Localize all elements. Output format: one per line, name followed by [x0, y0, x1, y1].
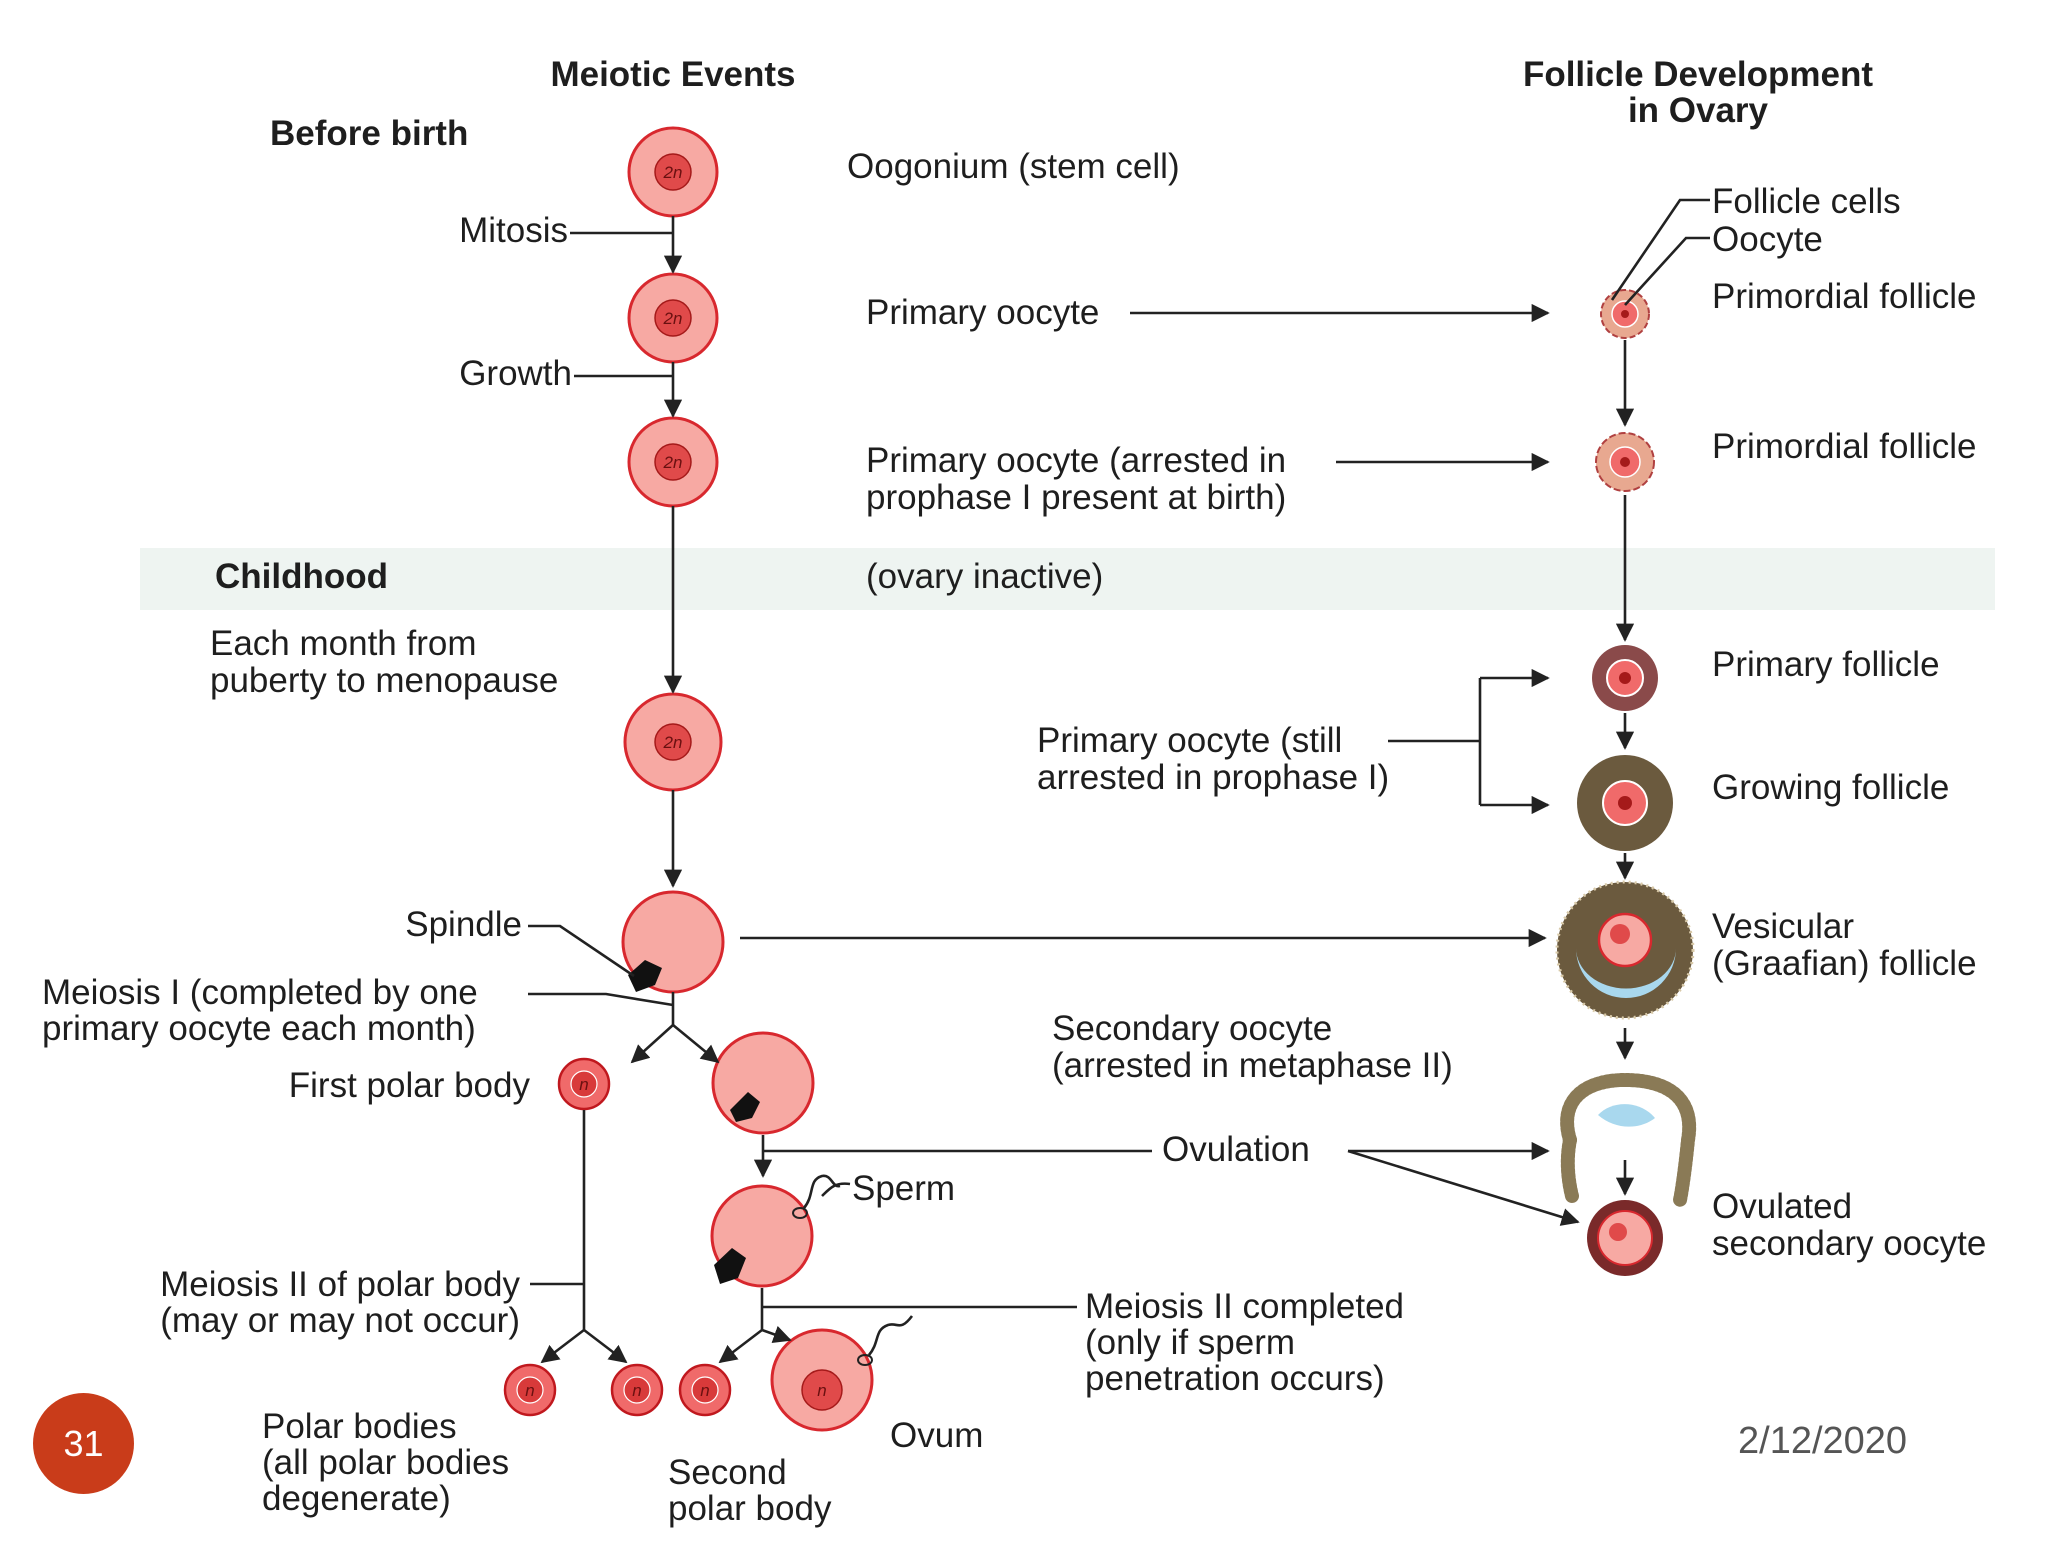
first-polar-body-label: First polar body	[289, 1066, 531, 1105]
primary-follicle-icon	[1592, 645, 1658, 711]
primordial-follicle-1-icon	[1600, 289, 1650, 339]
arrested-oocyte-label-line2: prophase I present at birth)	[866, 478, 1286, 517]
slide-date: 2/12/2020	[1738, 1420, 1908, 1462]
ovulation-label: Ovulation	[1162, 1130, 1310, 1169]
svg-text:n: n	[817, 1381, 826, 1400]
svg-text:2n: 2n	[663, 733, 683, 752]
ovum-sperm-tail	[867, 1315, 914, 1356]
meiosis2-completed-label-line2: (only if sperm	[1085, 1323, 1295, 1362]
before-birth-label: Before birth	[270, 114, 468, 153]
primary-oocyte-label: Primary oocyte	[866, 293, 1099, 332]
meiotic-events-header: Meiotic Events	[550, 55, 795, 94]
oocyte-label: Oocyte	[1712, 220, 1823, 259]
meiosis2-completed-label-line3: penetration occurs)	[1085, 1359, 1385, 1398]
ovary-inactive-label: (ovary inactive)	[866, 557, 1103, 596]
mitosis-label: Mitosis	[459, 211, 568, 250]
follicle-development-header-line1: Follicle Development	[1523, 55, 1873, 94]
follicle-development-header-line2: in Ovary	[1628, 91, 1769, 130]
vesicular-follicle-label-line1: Vesicular	[1712, 907, 1854, 946]
oogonium-cell: 2n	[627, 126, 719, 218]
monthly-label-line2: puberty to menopause	[210, 661, 558, 700]
still-arrested-label-line2: arrested in prophase I)	[1037, 758, 1389, 797]
secondary-oocyte-label-line1: Secondary oocyte	[1052, 1009, 1332, 1048]
polar-bodies-label-line3: degenerate)	[262, 1479, 451, 1518]
fertilized-oocyte-cell	[710, 1184, 814, 1288]
primordial-follicle-2-icon	[1595, 432, 1655, 492]
svg-text:2n: 2n	[663, 163, 683, 182]
spindle-label: Spindle	[405, 905, 522, 944]
growing-follicle-icon	[1577, 755, 1673, 851]
secondary-oocyte-cell	[711, 1031, 815, 1135]
sperm-label: Sperm	[852, 1169, 955, 1208]
monthly-label-line1: Each month from	[210, 624, 477, 663]
svg-text:n: n	[525, 1381, 534, 1400]
polar-body-2-cell: n	[610, 1363, 664, 1417]
polar-bodies-label-line1: Polar bodies	[262, 1407, 457, 1446]
growth-label: Growth	[459, 354, 572, 393]
spindle-oocyte-cell	[621, 890, 725, 994]
primary-follicle-label: Primary follicle	[1712, 645, 1940, 684]
primary-oocyte-cell: 2n	[627, 272, 719, 364]
meiosis2-polar-label-line2: (may or may not occur)	[160, 1301, 520, 1340]
childhood-band	[140, 548, 1995, 610]
meiosis1-label-line1: Meiosis I (completed by one	[42, 973, 478, 1012]
oogonium-label: Oogonium (stem cell)	[847, 147, 1180, 186]
second-polar-body-label-line1: Second	[668, 1453, 787, 1492]
vesicular-follicle-label-line2: (Graafian) follicle	[1712, 944, 1977, 983]
ovulated-oocyte-label-line1: Ovulated	[1712, 1187, 1852, 1226]
meiosis1-label-line2: primary oocyte each month)	[42, 1009, 476, 1048]
first-polar-body-cell: n	[557, 1057, 611, 1111]
second-polar-body-cell: n	[678, 1363, 732, 1417]
meiosis2-completed-label-line1: Meiosis II completed	[1085, 1287, 1404, 1326]
follicle-cells-label: Follicle cells	[1712, 182, 1901, 221]
childhood-label: Childhood	[215, 557, 388, 596]
ovum-label: Ovum	[890, 1416, 983, 1455]
arrested-oocyte-label-line1: Primary oocyte (arrested in	[866, 441, 1286, 480]
vesicular-follicle-icon	[1555, 880, 1695, 1020]
slide-number-badge: 31	[33, 1393, 134, 1494]
still-arrested-label-line1: Primary oocyte (still	[1037, 721, 1342, 760]
arrested-primary-oocyte-cell: 2n	[627, 416, 719, 508]
monthly-primary-oocyte-cell: 2n	[623, 692, 723, 792]
svg-text:n: n	[700, 1381, 709, 1400]
primordial-follicle-1-label: Primordial follicle	[1712, 277, 1977, 316]
ruptured-follicle-icon	[1560, 1072, 1697, 1207]
svg-text:n: n	[579, 1075, 588, 1094]
ovum-cell: n	[770, 1328, 874, 1432]
second-polar-body-label-line2: polar body	[668, 1489, 832, 1528]
secondary-oocyte-label-line2: (arrested in metaphase II)	[1052, 1046, 1453, 1085]
growing-follicle-label: Growing follicle	[1712, 768, 1949, 807]
polar-body-1-cell: n	[503, 1363, 557, 1417]
polar-bodies-label-line2: (all polar bodies	[262, 1443, 509, 1482]
svg-text:2n: 2n	[663, 453, 683, 472]
primordial-follicle-2-label: Primordial follicle	[1712, 427, 1977, 466]
ovulated-oocyte-label-line2: secondary oocyte	[1712, 1224, 1986, 1263]
meiosis2-polar-label-line1: Meiosis II of polar body	[160, 1265, 520, 1304]
ovulated-secondary-oocyte-icon	[1587, 1200, 1663, 1276]
svg-text:n: n	[632, 1381, 641, 1400]
sperm-icon	[802, 1174, 841, 1209]
svg-text:2n: 2n	[663, 309, 683, 328]
